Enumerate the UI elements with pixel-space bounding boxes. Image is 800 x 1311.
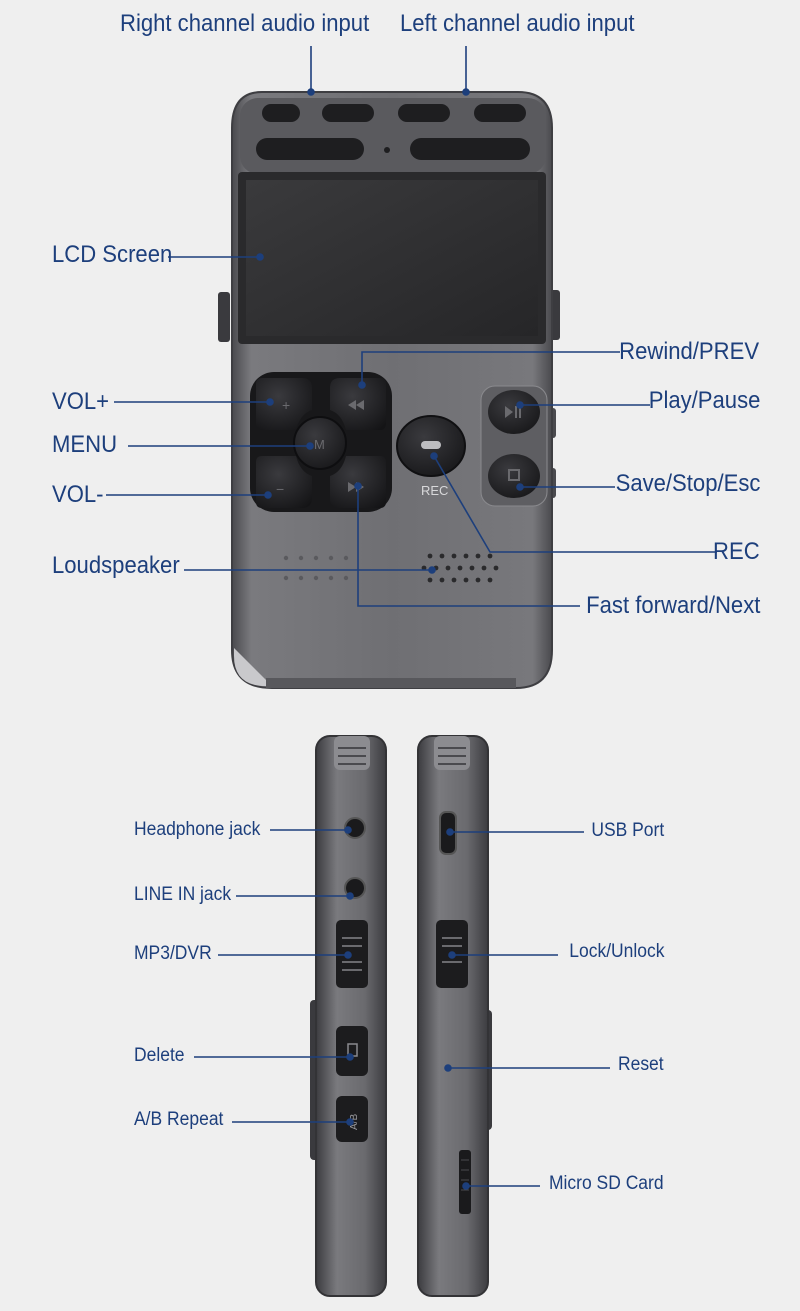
speaker-holes-left <box>283 555 349 581</box>
leader-delete <box>194 1053 354 1061</box>
leader-vol-plus <box>114 398 274 406</box>
leader-line-in <box>236 892 354 900</box>
mic-hole <box>384 147 390 153</box>
leader-ab <box>232 1118 354 1126</box>
micro-sd-ridges <box>461 1159 469 1191</box>
right-side-grille <box>438 747 466 765</box>
left-side-view: A/B <box>310 735 387 1297</box>
label-lock-unlock: Lock/Unlock <box>568 941 664 962</box>
right-side-view <box>417 735 492 1297</box>
leader-vol-minus <box>106 491 272 499</box>
label-delete: Delete <box>134 1045 185 1066</box>
stop-key <box>488 454 540 498</box>
leader-micro-sd <box>462 1182 540 1190</box>
leader-save <box>516 483 615 491</box>
label-vol-minus: VOL- <box>52 481 104 508</box>
bottom-bevel <box>234 648 272 686</box>
left-side-cap <box>334 736 370 770</box>
leader-lcd <box>168 253 264 261</box>
label-loudspeaker: Loudspeaker <box>52 552 180 579</box>
leader-play <box>516 401 650 409</box>
label-mp3-dvr: MP3/DVR <box>134 943 212 964</box>
ab-glyph: A/B <box>349 1114 360 1130</box>
leader-rec <box>430 452 717 553</box>
minus-glyph: − <box>276 481 284 497</box>
leader-headphone <box>270 826 352 834</box>
lcd-screen <box>246 180 538 336</box>
leader-lock <box>448 951 558 959</box>
label-rewind: Rewind/PREV <box>619 338 759 365</box>
label-usb-port: USB Port <box>591 820 664 841</box>
label-rec: REC <box>713 538 760 565</box>
play-pause-glyph <box>505 406 521 418</box>
label-headphone-jack: Headphone jack <box>134 819 261 840</box>
menu-glyph: M <box>314 437 325 452</box>
left-side-grille <box>338 747 366 765</box>
side-button-left <box>218 292 230 342</box>
play-pause-key <box>488 390 540 434</box>
label-micro-sd: Micro SD Card <box>549 1173 664 1194</box>
leader-usb <box>446 828 584 836</box>
leader-lines <box>106 46 717 1190</box>
label-right-channel: Right channel audio input <box>120 10 370 37</box>
dpad-keys <box>256 378 386 508</box>
plus-glyph: + <box>282 397 290 413</box>
vol-plus-key <box>256 378 312 430</box>
rec-button-dash <box>421 441 441 449</box>
leader-mp3-dvr <box>218 951 352 959</box>
stop-glyph <box>508 469 520 481</box>
leader-right-channel <box>307 46 315 96</box>
speaker-holes-right <box>421 553 499 583</box>
label-menu: MENU <box>52 431 118 458</box>
leader-left-channel <box>462 46 470 96</box>
rec-button-text: REC <box>421 483 448 498</box>
label-ab-repeat: A/B Repeat <box>134 1109 224 1130</box>
front-view: + − M REC <box>218 91 560 689</box>
micro-sd-slot <box>459 1150 471 1214</box>
label-reset: Reset <box>618 1054 664 1075</box>
leader-rewind <box>358 351 620 389</box>
label-play-pause: Play/Pause <box>648 387 760 414</box>
mic-slots <box>256 104 530 160</box>
label-line-in-jack: LINE IN jack <box>134 884 232 905</box>
leader-reset <box>444 1064 610 1072</box>
bottom-edge <box>266 678 516 688</box>
mp3-dvr-switch <box>336 920 368 988</box>
label-save-stop: Save/Stop/Esc <box>615 470 760 497</box>
delete-key <box>336 1026 368 1076</box>
leader-menu <box>128 442 314 450</box>
right-side-cap <box>434 736 470 770</box>
menu-key <box>293 416 347 470</box>
mp3-dvr-switch-ridges <box>342 937 362 971</box>
leader-loudspeaker <box>184 566 436 574</box>
label-fast-forward: Fast forward/Next <box>585 592 760 619</box>
label-lcd-screen: LCD Screen <box>52 241 173 268</box>
leader-fast-forward <box>354 482 580 607</box>
label-vol-plus: VOL+ <box>52 388 110 415</box>
fast-forward-key <box>330 456 386 508</box>
lock-switch-ridges <box>442 937 462 963</box>
label-left-channel: Left channel audio input <box>400 10 635 37</box>
